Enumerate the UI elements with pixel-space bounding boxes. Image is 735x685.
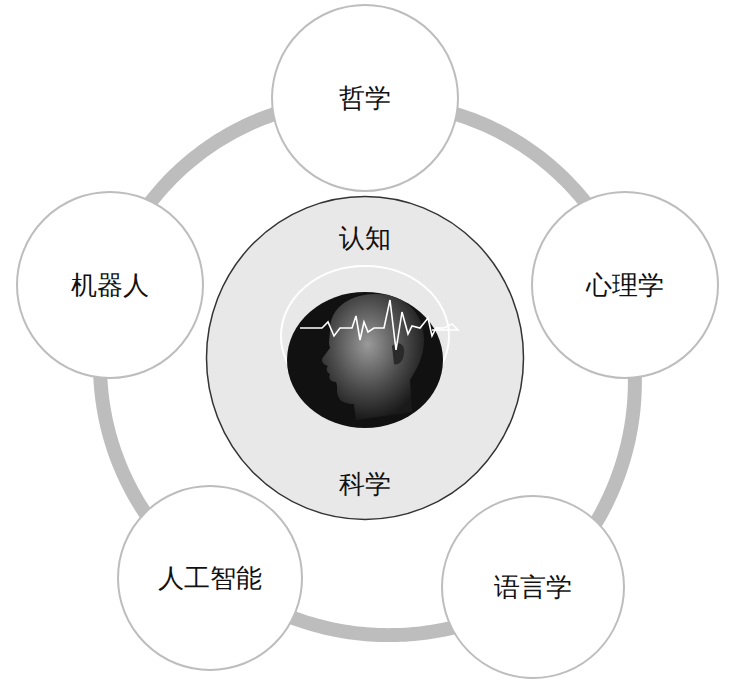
field-circle: 哲学 bbox=[270, 3, 460, 193]
field-circle-shape bbox=[17, 192, 203, 378]
center-label: 科学 bbox=[339, 469, 391, 499]
field-circle-shape bbox=[532, 192, 718, 378]
field-circle: 机器人 bbox=[15, 190, 205, 380]
field-circle: 心理学 bbox=[530, 190, 720, 380]
ring-arc bbox=[148, 113, 279, 206]
field-circle-shape bbox=[272, 5, 458, 191]
center-circle: 认知科学 bbox=[205, 195, 525, 521]
image-frame bbox=[281, 266, 449, 406]
image-ground bbox=[287, 292, 443, 428]
field-label: 心理学 bbox=[586, 270, 664, 300]
center-circle-shape bbox=[207, 197, 524, 520]
ring-arc bbox=[100, 372, 148, 518]
brain-wave bbox=[300, 300, 458, 350]
center-label: 认知 bbox=[339, 223, 391, 253]
field-label: 机器人 bbox=[71, 270, 149, 300]
ring-arc bbox=[594, 372, 635, 527]
field-label: 哲学 bbox=[339, 83, 391, 113]
field-circle-shape bbox=[118, 486, 302, 670]
ring-arc bbox=[288, 616, 457, 635]
field-label: 人工智能 bbox=[158, 563, 262, 593]
head-profile bbox=[322, 294, 424, 420]
ear bbox=[392, 343, 404, 364]
field-label: 语言学 bbox=[494, 572, 572, 602]
field-circle: 人工智能 bbox=[116, 484, 304, 672]
field-circle: 语言学 bbox=[440, 494, 626, 680]
field-circle-shape bbox=[442, 496, 624, 678]
ring-arc bbox=[451, 113, 588, 206]
